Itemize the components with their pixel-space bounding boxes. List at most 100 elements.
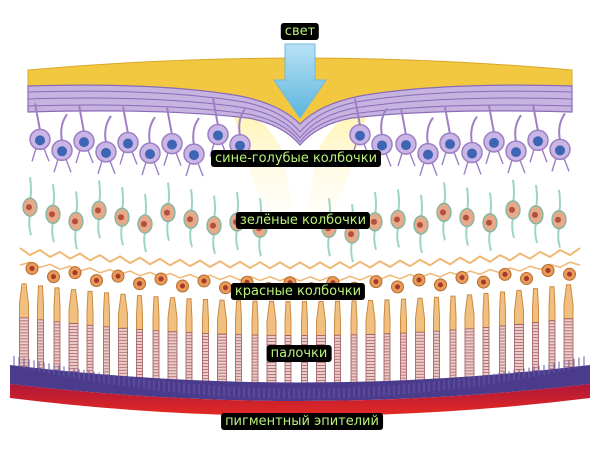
- photoreceptor-nucleolus: [51, 274, 56, 280]
- ganglion-cell-layer: [29, 98, 571, 177]
- ganglion-nucleus: [355, 130, 365, 141]
- bipolar-nucleus: [164, 209, 170, 216]
- ganglion-dendrite: [163, 152, 182, 166]
- ganglion-nucleus: [489, 137, 499, 148]
- photoreceptor-inner-segment: [37, 285, 44, 321]
- pigment-epithelium-layer: [10, 365, 590, 401]
- ganglion-axon: [444, 106, 451, 135]
- ganglion-nucleus: [35, 135, 45, 146]
- ganglion-axon: [380, 107, 388, 136]
- photoreceptor-inner-segment: [383, 299, 391, 335]
- ganglion-dendrite: [463, 161, 482, 175]
- photoreceptor-inner-segment: [266, 300, 277, 336]
- ganglion-dendrite: [31, 148, 50, 162]
- ganglion-nucleus: [377, 140, 387, 151]
- pigment-microvilli: [13, 355, 585, 399]
- photoreceptor-nucleolus: [223, 285, 228, 291]
- photoreceptor-inner-segment: [514, 289, 524, 325]
- photoreceptor-inner-segment: [301, 301, 308, 337]
- ganglion-dendrite: [529, 149, 548, 163]
- photoreceptor-inner-segment: [284, 301, 292, 337]
- ganglion-axon: [426, 117, 434, 145]
- ganglion-dendrite: [75, 149, 94, 164]
- photoreceptor-inner-segment: [185, 298, 193, 334]
- photoreceptor-inner-segment: [365, 299, 376, 335]
- ganglion-nucleus: [235, 140, 245, 151]
- ganglion-dendrite: [419, 162, 438, 176]
- photoreceptor-nucleolus: [502, 271, 508, 277]
- ganglion-dendrite: [485, 150, 504, 165]
- ganglion-dendrite: [141, 161, 160, 176]
- light-label: свет: [280, 23, 320, 40]
- rods-label: палочки: [266, 345, 332, 362]
- photoreceptor-nucleolus: [158, 276, 164, 282]
- bipolar-nucleus: [141, 221, 147, 228]
- photoreceptor-nucleolus: [137, 281, 142, 287]
- ganglion-axon: [238, 108, 246, 136]
- bipolar-nucleus: [187, 216, 193, 223]
- horizontal-cell-fibers: [19, 247, 581, 270]
- ganglion-axon: [400, 107, 407, 136]
- photoreceptor-inner-segment: [334, 300, 341, 336]
- photoreceptor-inner-segment: [118, 293, 128, 329]
- ganglion-axon: [78, 104, 85, 133]
- photoreceptor-nucleolus: [373, 279, 379, 285]
- photoreceptor-inner-segment: [400, 298, 407, 334]
- photoreceptor-inner-segment: [19, 283, 29, 319]
- ganglion-axon: [104, 115, 112, 144]
- horizontal-cell-layer: [19, 247, 581, 296]
- bipolar-nucleus: [509, 206, 515, 213]
- ganglion-axon: [470, 115, 478, 144]
- ganglion-nucleus: [213, 130, 223, 141]
- bipolar-nucleus: [555, 216, 561, 223]
- horizontal-cell-fibers: [19, 261, 581, 282]
- red-cones-label: красные колбочки: [230, 283, 366, 300]
- ganglion-nucleus: [533, 136, 543, 147]
- bipolar-nucleus: [532, 211, 538, 218]
- ganglion-dendrite: [551, 158, 570, 172]
- photoreceptor-inner-segment: [103, 292, 110, 328]
- bipolar-nucleus: [26, 204, 32, 211]
- photoreceptor-inner-segment: [563, 284, 574, 320]
- ganglion-nucleus: [511, 147, 521, 158]
- ganglion-axon: [488, 105, 495, 134]
- fovea-pit: [232, 108, 368, 255]
- bipolar-nucleus: [95, 207, 101, 214]
- photoreceptor-inner-segment: [499, 291, 506, 327]
- ganglion-nucleus: [79, 137, 89, 148]
- ganglion-nucleus: [401, 140, 411, 151]
- ganglion-dendrite: [119, 151, 138, 165]
- photoreceptor-inner-segment: [482, 293, 490, 329]
- bipolar-nucleus: [49, 211, 55, 218]
- ganglion-nucleus: [101, 147, 111, 158]
- photoreceptor-inner-segment: [316, 300, 326, 336]
- photoreceptor-nucleolus: [94, 278, 99, 284]
- photoreceptor-inner-segment: [235, 300, 242, 336]
- ganglion-axon: [558, 112, 566, 141]
- photoreceptor-inner-segment: [86, 290, 94, 326]
- photoreceptor-inner-segment: [167, 297, 178, 333]
- photoreceptor-nucleolus: [459, 275, 465, 281]
- photoreceptor-nucleolus: [481, 279, 486, 285]
- photoreceptor-outer-segment: [499, 325, 506, 382]
- ganglion-nucleus: [555, 145, 565, 156]
- photoreceptor-inner-segment: [548, 286, 556, 322]
- bipolar-nucleus: [394, 216, 400, 223]
- ganglion-nucleus: [423, 149, 433, 160]
- photoreceptor-nucleolus: [115, 273, 121, 279]
- photoreceptor-inner-segment: [350, 300, 358, 336]
- ganglion-dendrite: [507, 159, 526, 174]
- pigment-epithelium-label: пигментный эпителий: [221, 413, 383, 430]
- bipolar-nucleus: [118, 214, 124, 221]
- ganglion-dendrite: [97, 160, 116, 175]
- ganglion-nucleus: [445, 139, 455, 150]
- photoreceptor-inner-segment: [449, 295, 457, 331]
- ganglion-axon: [212, 98, 219, 126]
- photoreceptor-inner-segment: [136, 295, 143, 331]
- ganglion-nucleus: [189, 150, 199, 161]
- photoreceptor-outer-segment: [37, 319, 44, 372]
- ganglion-dendrite: [397, 152, 416, 167]
- ganglion-axon: [514, 114, 522, 143]
- ganglion-dendrite: [53, 159, 72, 173]
